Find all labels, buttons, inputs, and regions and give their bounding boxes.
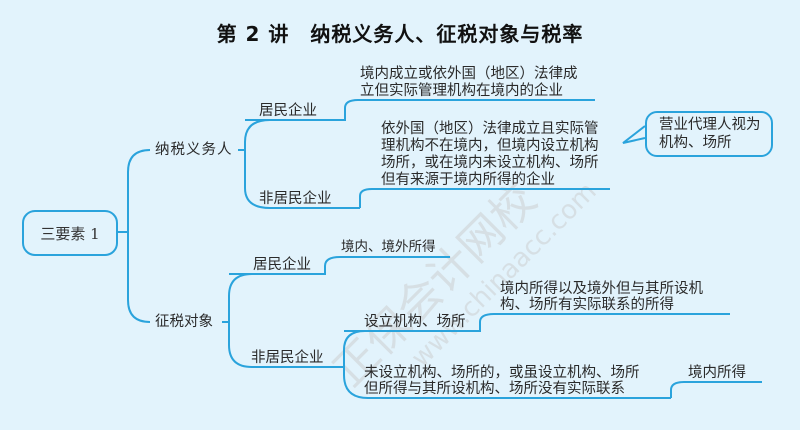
callout-line-1: 营业代理人视为 bbox=[659, 117, 761, 133]
page-title: 第 2 讲 纳税义务人、征税对象与税率 bbox=[216, 22, 584, 46]
tax-object-nonresident-node: 非居民企业 bbox=[251, 350, 324, 366]
root-label: 三要素 1 bbox=[40, 224, 100, 243]
without-establishment-node-1: 未设立机构、场所的，或虽设立机构、场所 bbox=[364, 365, 640, 381]
without-establishment-income: 境内所得 bbox=[688, 365, 746, 381]
taxpayer-nonresident-node: 非居民企业 bbox=[259, 191, 332, 207]
tax-object-node: 征税对象 bbox=[155, 314, 213, 330]
taxpayer-nonresident-definition-4: 但有来源于境内所得的企业 bbox=[381, 172, 555, 188]
tax-object-resident-income: 境内、境外所得 bbox=[341, 239, 436, 255]
without-establishment-node-2: 但所得与其所设机构、场所没有实际联系 bbox=[364, 381, 625, 397]
taxpayer-resident-definition-1: 境内成立或依外国（地区）法律成 bbox=[360, 66, 578, 82]
tax-object-resident-node: 居民企业 bbox=[253, 257, 311, 273]
callout-line-2: 机构、场所 bbox=[659, 135, 732, 151]
taxpayer-nonresident-definition-3: 场所，或在境内未设立机构、场所 bbox=[381, 155, 599, 171]
with-establishment-income-2: 构、场所有实际联系的所得 bbox=[500, 297, 674, 313]
with-establishment-income-1: 境内所得以及境外但与其所设机 bbox=[500, 281, 703, 297]
callout-note: 营业代理人视为 机构、场所 bbox=[645, 111, 773, 157]
root-node: 三要素 1 bbox=[22, 210, 118, 256]
taxpayer-resident-node: 居民企业 bbox=[259, 103, 317, 119]
taxpayer-resident-definition-2: 立但实际管理机构在境内的企业 bbox=[360, 83, 563, 99]
taxpayer-nonresident-definition-2: 理机构不在境内，但境内设立机构 bbox=[381, 138, 599, 154]
taxpayer-nonresident-definition-1: 依外国（地区）法律成立且实际管 bbox=[381, 121, 599, 137]
with-establishment-node: 设立机构、场所 bbox=[364, 314, 466, 330]
taxpayer-node: 纳税义务人 bbox=[155, 142, 233, 158]
